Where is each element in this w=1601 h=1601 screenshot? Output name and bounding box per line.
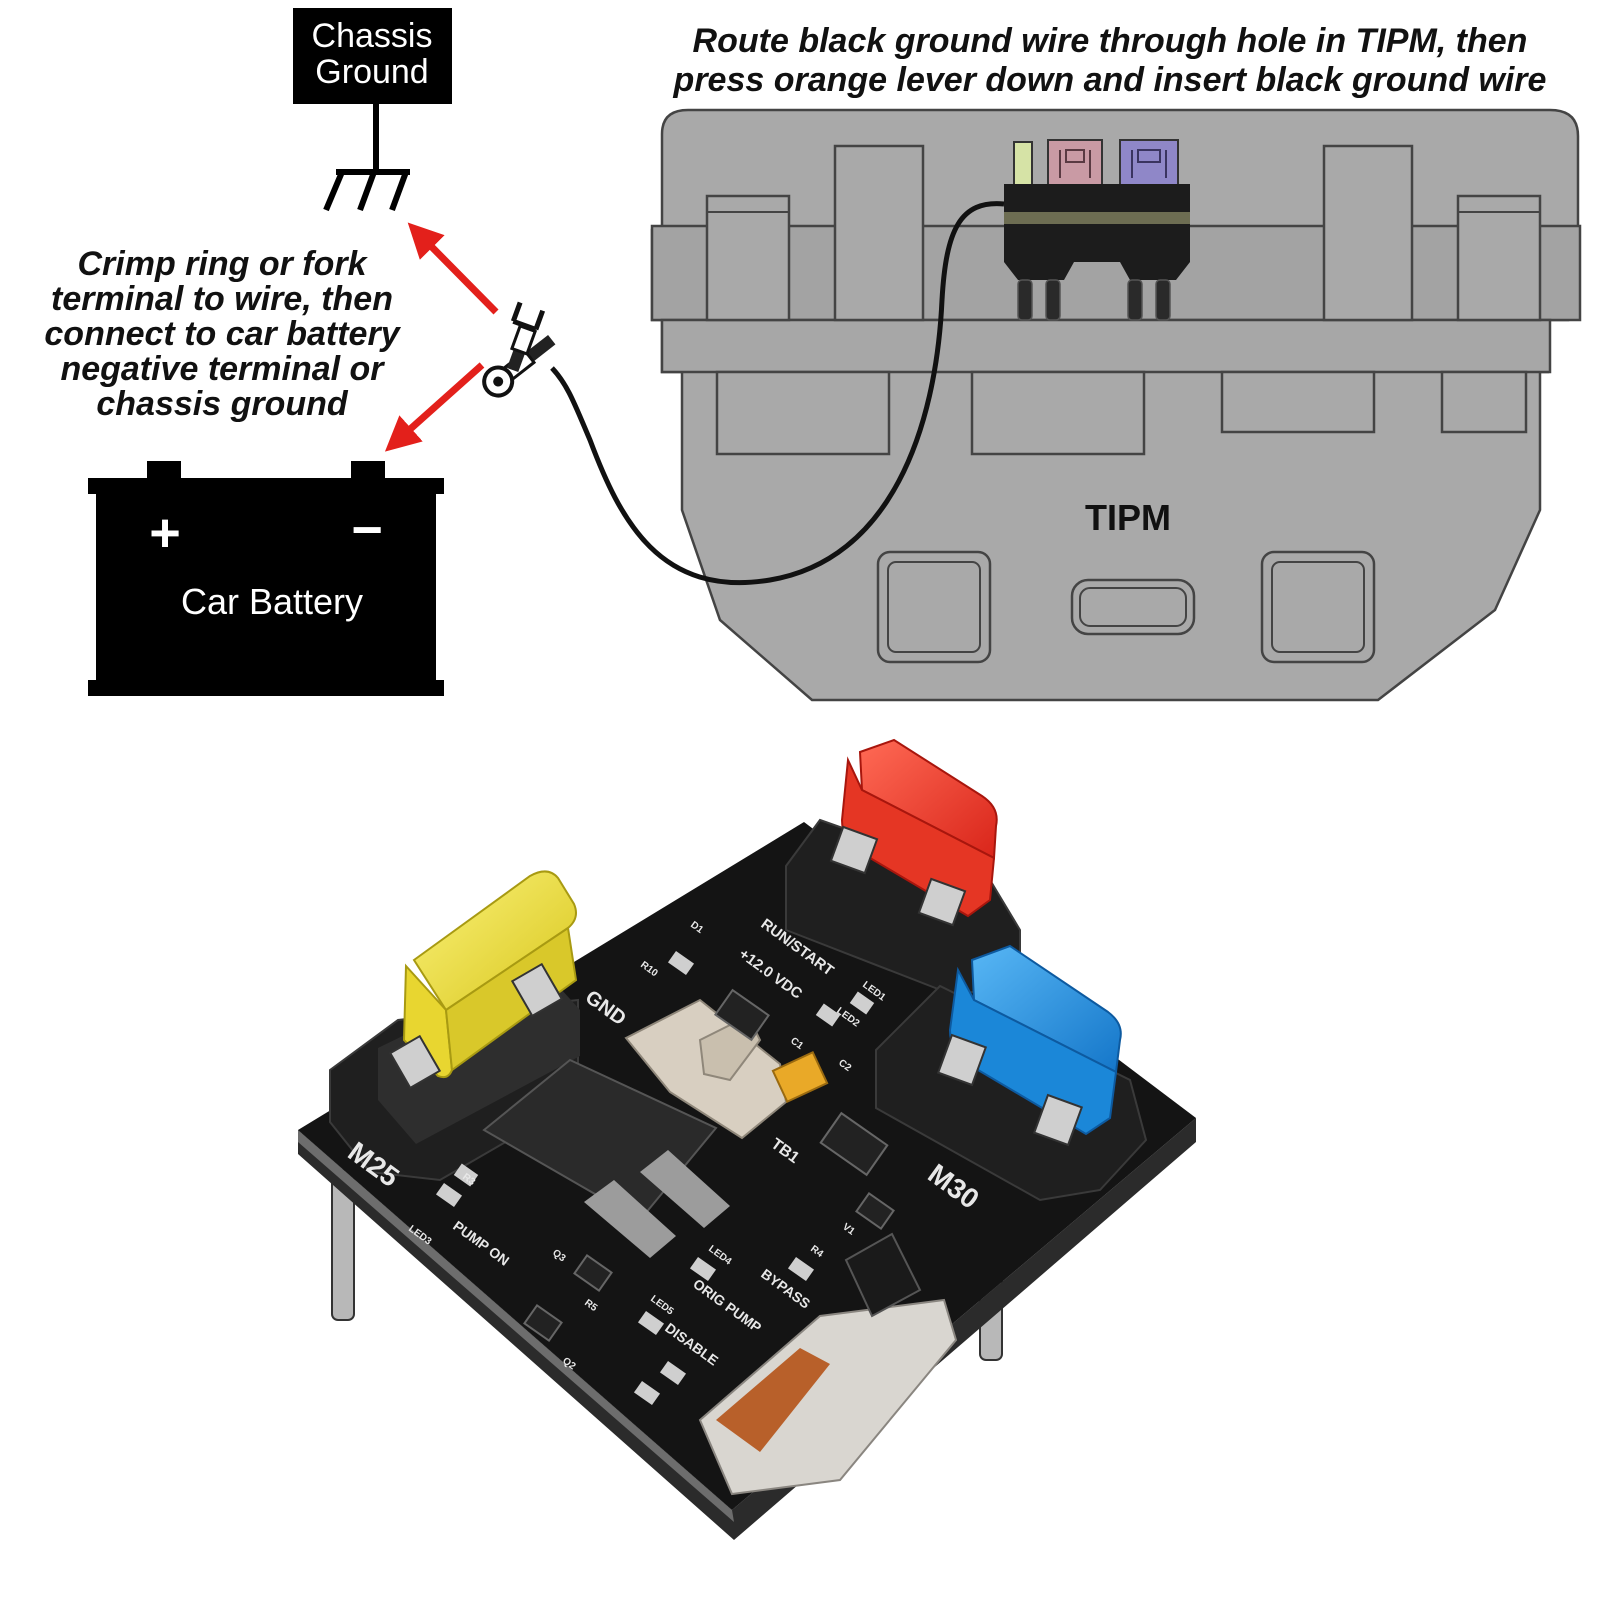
tipm-label: TIPM xyxy=(1085,497,1171,538)
route-instruction-line1: Route black ground wire through hole in … xyxy=(693,22,1528,60)
chassis-ground-symbol: Chassis Ground xyxy=(293,8,452,212)
black-ground-wire xyxy=(550,201,1005,586)
crimp-instruction-line3: connect to car battery xyxy=(44,315,401,353)
crimp-instruction-line4: negative terminal or xyxy=(60,350,385,388)
route-instruction-line2: press orange lever down and insert black… xyxy=(673,61,1547,99)
add-a-fuse-tap xyxy=(1004,139,1190,321)
fork-terminal-icon xyxy=(506,301,546,373)
battery-label: Car Battery xyxy=(181,581,363,622)
chassis-ground-label-line1: Chassis xyxy=(312,17,433,55)
crimp-instruction-line5: chassis ground xyxy=(96,385,349,423)
battery-minus-sign: − xyxy=(351,500,383,560)
chassis-ground-label-line2: Ground xyxy=(315,53,428,91)
crimp-instruction: Crimp ring or fork terminal to wire, the… xyxy=(44,245,401,423)
fuel-pump-bypass-module: RUN/START +12.0 VDC GND M25 M30 PUMP ON … xyxy=(298,738,1196,1540)
battery-plus-sign: + xyxy=(149,503,181,563)
crimp-instruction-line2: terminal to wire, then xyxy=(51,280,393,318)
arrow-to-battery xyxy=(384,362,485,452)
car-battery: + − Car Battery xyxy=(88,461,444,696)
route-instruction: Route black ground wire through hole in … xyxy=(673,22,1547,99)
arrow-to-chassis-ground xyxy=(407,222,499,315)
tipm-box: TIPM xyxy=(650,108,1582,702)
crimp-instruction-line1: Crimp ring or fork xyxy=(77,245,368,283)
